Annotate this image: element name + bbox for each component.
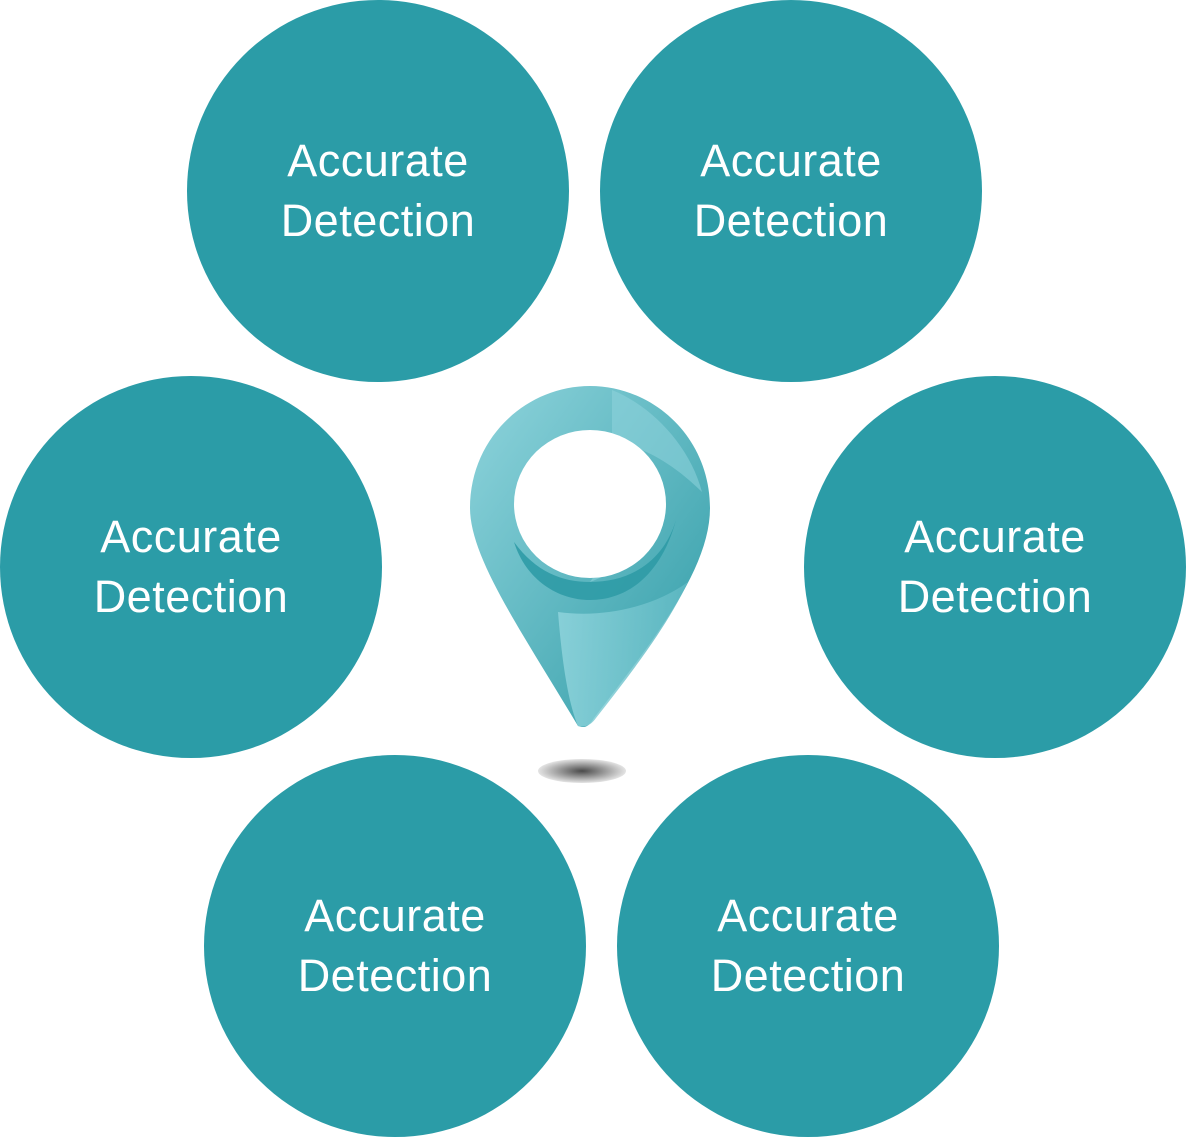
location-pin-icon	[470, 386, 710, 783]
node-bottom-left: Accurate Detection	[204, 755, 586, 1137]
node-top-left: Accurate Detection	[187, 0, 569, 382]
node-label-line1: Accurate	[904, 511, 1086, 562]
node-label-line1: Accurate	[717, 890, 899, 941]
node-label-line2: Detection	[93, 571, 289, 622]
pin-tail	[558, 582, 688, 727]
node-label-line2: Detection	[297, 950, 493, 1001]
node-label-line2: Detection	[280, 195, 476, 246]
pin-lip	[514, 520, 676, 600]
node-middle-right: Accurate Detection	[804, 376, 1186, 758]
node-label-line2: Detection	[693, 195, 889, 246]
node-top-right: Accurate Detection	[600, 0, 982, 382]
node-label-line1: Accurate	[304, 890, 486, 941]
node-label: Accurate Detection	[711, 886, 906, 1006]
pin-hole	[514, 430, 666, 578]
node-label: Accurate Detection	[298, 886, 493, 1006]
node-label: Accurate Detection	[898, 507, 1093, 627]
node-label-line1: Accurate	[700, 135, 882, 186]
node-label-line2: Detection	[897, 571, 1093, 622]
node-label: Accurate Detection	[694, 131, 889, 251]
node-label: Accurate Detection	[281, 131, 476, 251]
node-label: Accurate Detection	[94, 507, 289, 627]
node-label-line1: Accurate	[100, 511, 282, 562]
pin-shadow	[538, 759, 626, 783]
node-bottom-right: Accurate Detection	[617, 755, 999, 1137]
node-label-line1: Accurate	[287, 135, 469, 186]
node-middle-left: Accurate Detection	[0, 376, 382, 758]
node-label-line2: Detection	[710, 950, 906, 1001]
